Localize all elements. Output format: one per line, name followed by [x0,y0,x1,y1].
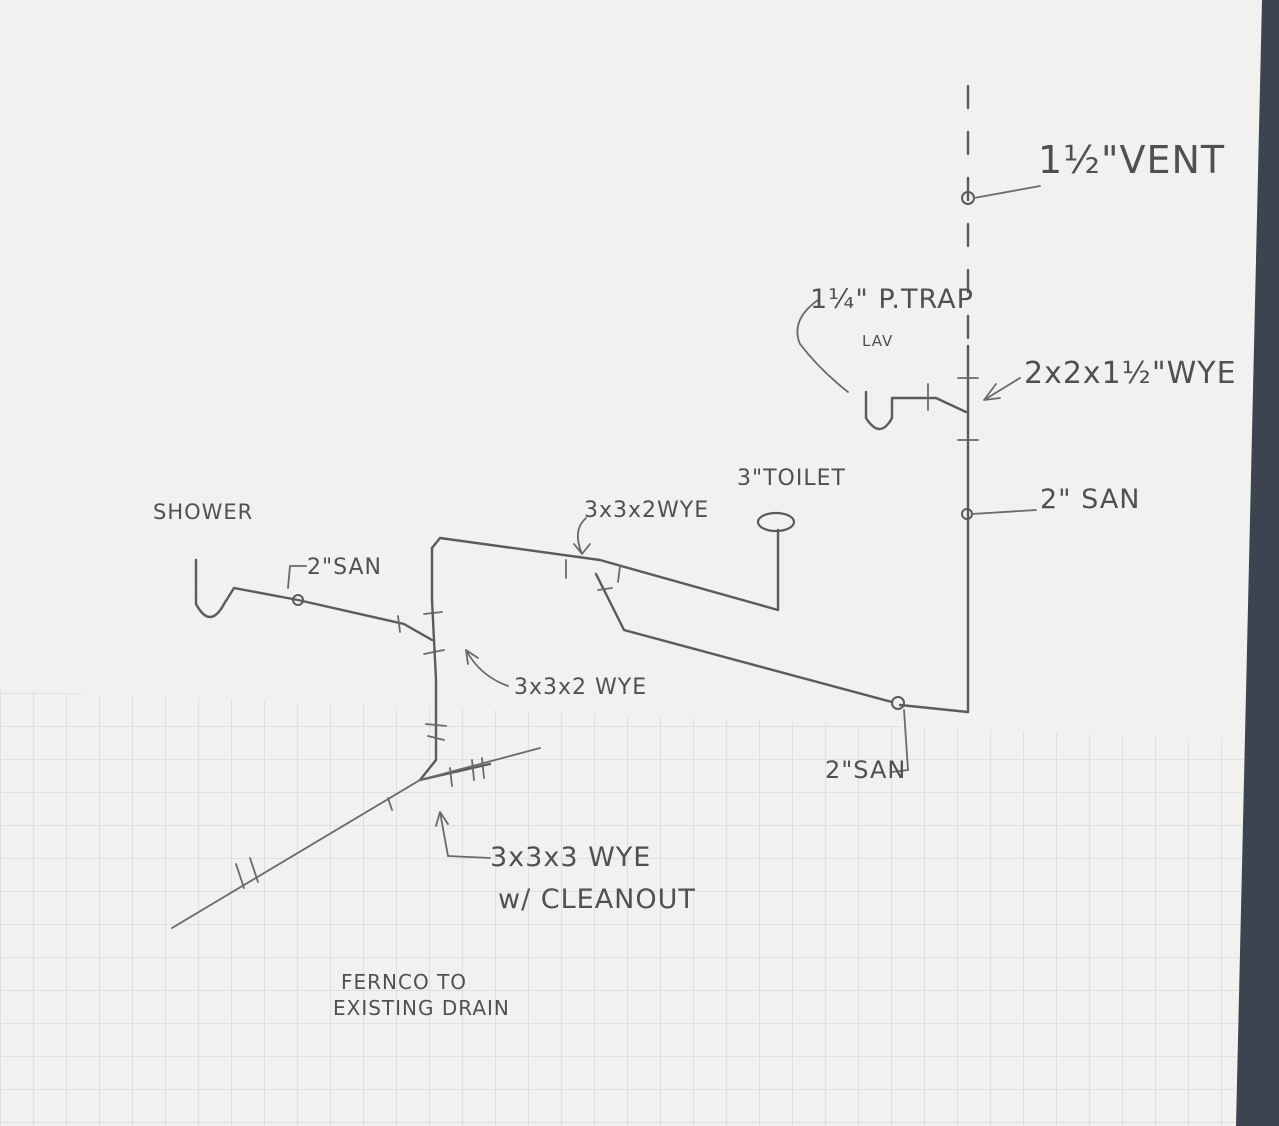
graph-grid [0,690,1245,1126]
san-shower-label: 2"SAN [307,555,382,580]
stack-joint [957,377,979,441]
shower-trap [194,558,434,642]
drain-joints [235,797,393,889]
toilet-flange [756,511,796,533]
vent-label: 1½"VENT [1038,138,1226,182]
vent-leader [973,185,1041,199]
san-shower-leader [287,565,307,589]
ptrap-leader [796,299,849,393]
wye-cleanout-label: 3x3x3 WYE [490,842,652,873]
san-right-leader [971,509,1037,515]
san-right-label: 2" SAN [1040,484,1141,515]
bottom-horizontal [898,703,970,714]
riser-joints [425,723,447,741]
cleanout-arrow [435,811,491,859]
wye-2x2-label: 2x2x1½"WYE [1024,356,1237,391]
cleanout-label: w/ CLEANOUT [498,884,696,915]
fernco-label-line1: FERNCO TO [341,970,468,994]
existing-drain [171,747,541,929]
wye-top-label: 3x3x2WYE [584,498,710,523]
wye2-arrow [983,377,1021,401]
san-shower-marker [292,594,304,606]
main-sloped-drain [594,572,894,704]
toilet-branch [430,528,780,612]
lower-riser [418,598,438,782]
lav-label: LAV [862,332,894,350]
toilet-label: 3"TOILET [737,466,846,491]
wye-top-joints [565,559,621,591]
shower-label: SHOWER [153,500,254,524]
wye-mid-label: 3x3x2 WYE [514,675,648,700]
ptrap-pipe [864,390,968,431]
fernco-label-line2: EXISTING DRAIN [333,996,510,1020]
ptrap-label: 1¼" P.TRAP [810,284,974,315]
san-bottom-leader [891,709,909,773]
wye-mid-arrow [465,649,509,687]
wye-top-arrow [573,517,591,555]
san-bottom-label: 2"SAN [825,756,907,784]
